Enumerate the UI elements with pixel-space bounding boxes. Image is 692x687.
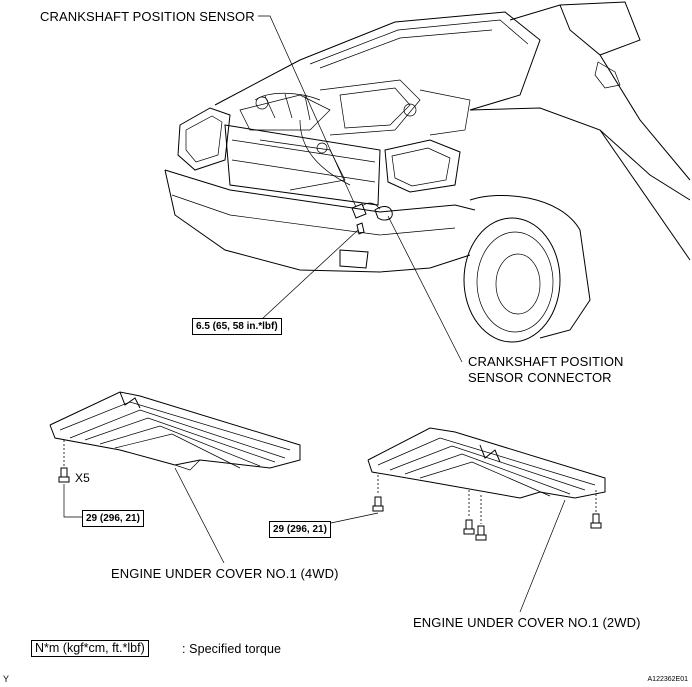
under-cover-2wd-drawing (367, 427, 606, 541)
cover-4wd-leader (174, 467, 225, 564)
sensor-leader-line (258, 15, 357, 208)
legend-description: : Specified torque (182, 642, 282, 656)
label-under-cover-2wd: ENGINE UNDER COVER NO.1 (2WD) (413, 615, 641, 630)
torque-cover-4wd: 29 (296, 21) (82, 510, 144, 527)
figure-id: A122362E01 (647, 676, 688, 683)
torque-cover-2wd: 29 (296, 21) (269, 521, 331, 538)
label-crankshaft-position-sensor: CRANKSHAFT POSITION SENSOR (40, 9, 255, 24)
bolt-count-label: X5 (75, 471, 90, 485)
label-under-cover-4wd: ENGINE UNDER COVER NO.1 (4WD) (111, 566, 339, 581)
connector-leader-line (387, 215, 463, 363)
label-connector-line1: CRANKSHAFT POSITION (468, 354, 624, 369)
under-cover-4wd-drawing (49, 391, 301, 483)
footer-left-mark: Y (3, 674, 10, 684)
torque-sensor-bolt: 6.5 (65, 58 in.*lbf) (192, 318, 282, 335)
torque-4wd-leader (63, 484, 82, 518)
cover-2wd-leader (519, 499, 566, 613)
vehicle-front-drawing (164, 1, 691, 343)
label-connector-line2: SENSOR CONNECTOR (468, 370, 612, 385)
sensor-torque-leader (261, 229, 359, 320)
legend-unit-box: N*m (kgf*cm, ft.*lbf) (31, 640, 149, 657)
